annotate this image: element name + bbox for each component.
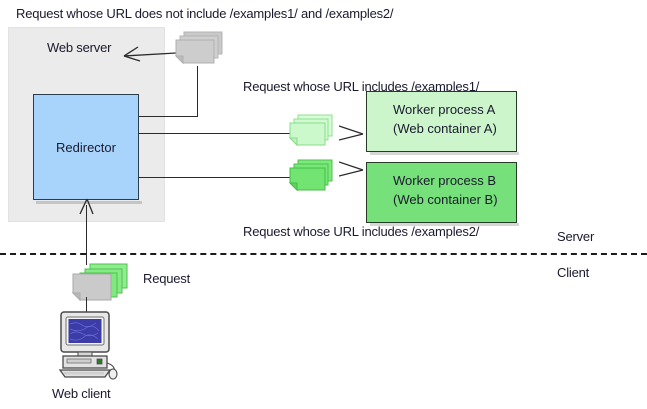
worker-process-a-box: Worker process A (Web container A) xyxy=(366,91,519,155)
connector-webserver-vertical xyxy=(197,66,199,117)
server-client-divider xyxy=(0,253,647,255)
server-request-stack-icon xyxy=(172,30,226,72)
zone-label-client: Client xyxy=(557,265,590,280)
worker-a-request-stack-icon xyxy=(287,113,337,153)
zone-label-server: Server xyxy=(557,229,595,244)
client-request-label: Request xyxy=(143,271,191,286)
web-server-pointer-arrow xyxy=(123,46,177,62)
redirector-box: Redirector xyxy=(33,94,142,204)
arrowhead-redirector-input xyxy=(79,198,94,215)
worker-b-request-stack-icon xyxy=(287,158,337,198)
web-server-label: Web server xyxy=(47,40,112,55)
arrowhead-worker-b xyxy=(339,161,364,177)
connector-stack-to-computer xyxy=(86,297,88,314)
caption-no-examples: Request whose URL does not include /exam… xyxy=(16,6,394,21)
arrowhead-worker-a xyxy=(339,125,364,141)
worker-a-line1: Worker process A xyxy=(393,102,496,117)
redirector-label: Redirector xyxy=(56,140,116,155)
web-client-label: Web client xyxy=(52,386,111,401)
web-client-computer-icon xyxy=(55,310,119,380)
connector-webserver-horizontal xyxy=(138,116,198,118)
connector-redirector-to-worker-b xyxy=(138,177,290,179)
connector-client-to-redirector xyxy=(86,205,88,265)
worker-a-line2: (Web container A) xyxy=(393,121,497,136)
connector-redirector-to-worker-a xyxy=(138,133,290,135)
worker-b-line2: (Web container B) xyxy=(393,192,498,207)
worker-b-line1: Worker process B xyxy=(393,173,497,188)
caption-examples2: Request whose URL includes /examples2/ xyxy=(243,224,480,239)
worker-process-b-box: Worker process B (Web container B) xyxy=(366,162,519,226)
client-request-stack-icon xyxy=(70,262,132,306)
caption-examples1: Request whose URL includes /examples1/ xyxy=(243,79,480,94)
